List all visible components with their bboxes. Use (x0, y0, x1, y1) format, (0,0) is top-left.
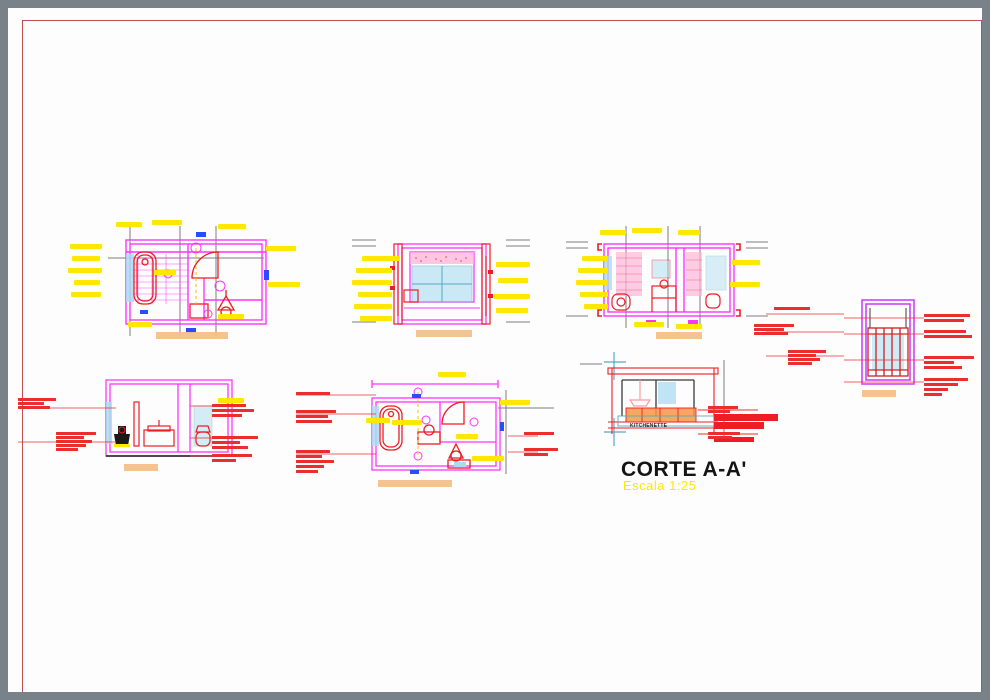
plan1-label-l (218, 314, 244, 319)
elev2-leaders-right (190, 405, 228, 457)
plan2-label-a (600, 230, 626, 235)
interior-elevation-window[interactable] (338, 226, 548, 341)
plan1-label-h (218, 224, 246, 229)
plan3-label-d (500, 400, 530, 405)
plan1-label-k (154, 270, 176, 275)
plan2-caption (656, 332, 702, 339)
kitchenette-label: KITCHENETTE (630, 423, 668, 429)
plan2-label-f (576, 280, 608, 285)
plan1-label-d (74, 280, 100, 285)
elev1-label-f (360, 316, 392, 321)
plan3-leaders-right (508, 435, 538, 453)
plan1-label-a (70, 244, 102, 249)
elev2-label-a (218, 398, 244, 403)
elev1-label-j (496, 308, 528, 313)
section-scale: Escala 1:25 (623, 478, 697, 493)
plan3-leaders-left (296, 394, 376, 455)
plan2-label-e (578, 268, 608, 273)
plan1-label-c (68, 268, 102, 273)
plan2-label-j (730, 282, 760, 287)
elev2-caption (124, 464, 158, 471)
plan1-label-i (266, 246, 296, 251)
elev1-label-b (356, 268, 392, 273)
plan2-label-d (582, 256, 608, 261)
plan2-label-c (678, 230, 700, 235)
plan3-label-a (438, 372, 466, 377)
elev1-caption (416, 330, 472, 337)
interior-elevation-fixtures[interactable] (78, 368, 298, 478)
elev1-label-d (358, 292, 392, 297)
plan1-label-f (116, 222, 142, 227)
plan2-label-g (580, 292, 608, 297)
bathroom-plan-2[interactable] (560, 220, 775, 345)
elev1-label-c (352, 280, 392, 285)
detail-leader-lines (844, 317, 924, 383)
detail-caption (862, 390, 896, 397)
plan3-label-b (366, 418, 390, 423)
plan1-label-j (268, 282, 300, 287)
plan1-label-b (72, 256, 100, 261)
plan1-label-g (152, 220, 182, 225)
elev1-label-i (494, 294, 530, 299)
plan2-label-l (676, 324, 702, 329)
drawing-sheet: KITCHENETTE (8, 8, 982, 692)
plan2-label-h (584, 304, 608, 309)
plan2-label-k (634, 322, 664, 327)
plan3-label-f (472, 456, 504, 461)
section-title: CORTE A-A' (621, 458, 747, 481)
plan1-caption (156, 332, 228, 339)
plan3-caption (378, 480, 452, 487)
plan1-label-e (71, 292, 101, 297)
bathroom-plan-3[interactable] (348, 370, 568, 490)
plan3-label-e (456, 434, 478, 439)
elev1-label-h (498, 278, 528, 283)
plan1-label-m (128, 322, 152, 327)
bathroom-plan-1[interactable] (68, 218, 308, 343)
elev1-label-a (362, 256, 400, 261)
elev1-label-e (354, 304, 392, 309)
plan2-label-b (632, 228, 662, 233)
section-a-a-kitchenette[interactable] (578, 346, 778, 456)
elev1-label-g (496, 262, 530, 267)
plan3-label-c (392, 420, 422, 425)
plan2-label-i (732, 260, 760, 265)
